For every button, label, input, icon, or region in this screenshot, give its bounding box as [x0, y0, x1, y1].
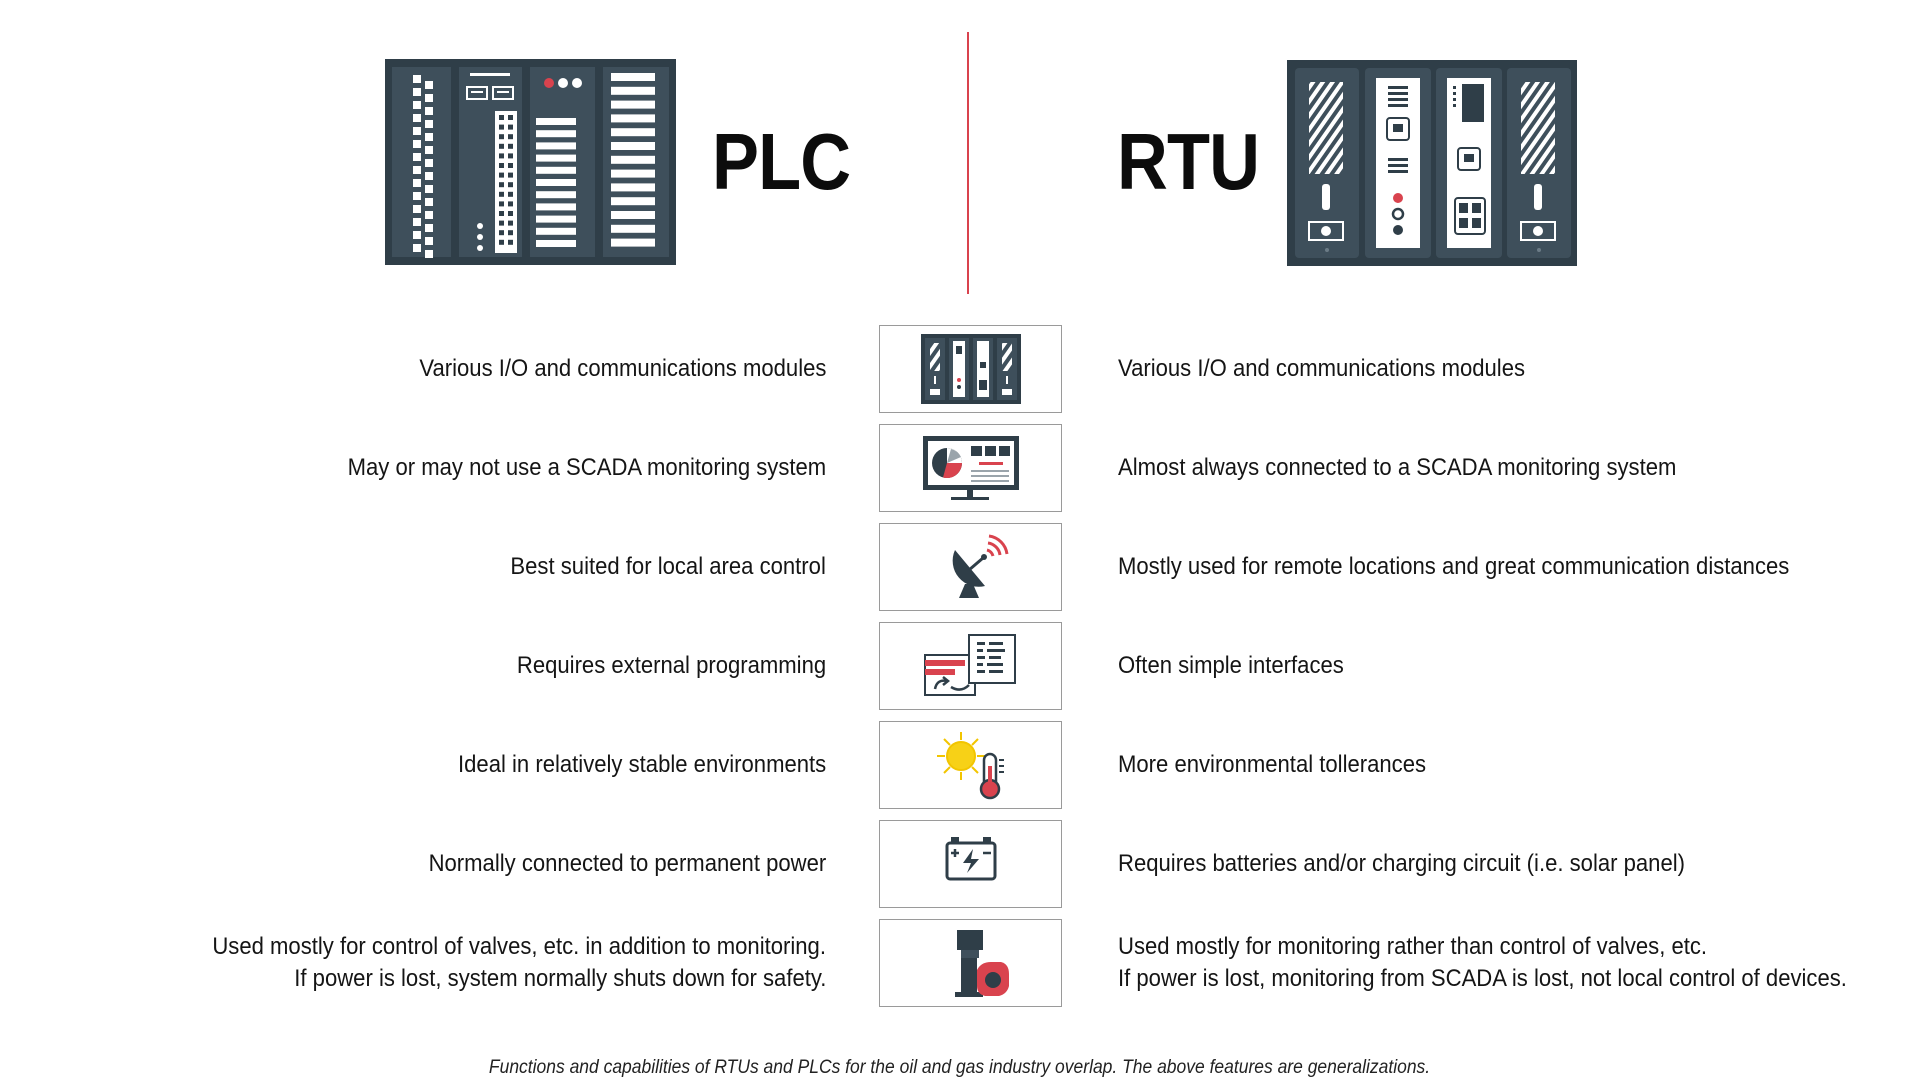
rtu-feature: Almost always connected to a SCADA monit… — [1118, 454, 1677, 481]
rtu-feature: More environmental tollerances — [1118, 751, 1427, 778]
rtu-hardware-illustration — [1287, 60, 1577, 266]
sun-thermometer-icon — [879, 721, 1062, 809]
programming-documents-icon — [879, 622, 1062, 710]
center-divider — [967, 32, 969, 294]
comparison-row: Best suited for local area control Mostl… — [0, 523, 1920, 611]
rtu-feature: Mostly used for remote locations and gre… — [1118, 553, 1790, 580]
scada-monitor-icon — [879, 424, 1062, 512]
rtu-title: RTU — [1117, 117, 1260, 206]
rtu-feature: Often simple interfaces — [1118, 652, 1344, 679]
footnote-caption: Functions and capabilities of RTUs and P… — [489, 1057, 1431, 1078]
valve-actuator-icon — [879, 919, 1062, 1007]
plc-feature: Normally connected to permanent power — [428, 850, 826, 877]
rtu-feature: Used mostly for monitoring rather than c… — [1118, 933, 1847, 992]
plc-title: PLC — [712, 117, 851, 206]
plc-feature: Best suited for local area control — [510, 553, 826, 580]
rtu-feature: Various I/O and communications modules — [1118, 355, 1526, 382]
comparison-row: Various I/O and communications modules V… — [0, 325, 1920, 413]
plc-feature: Ideal in relatively stable environments — [457, 751, 826, 778]
comparison-row: Requires external programming Often simp… — [0, 622, 1920, 710]
comparison-row: May or may not use a SCADA monitoring sy… — [0, 424, 1920, 512]
comparison-row: Normally connected to permanent power Re… — [0, 820, 1920, 908]
comparison-row: Ideal in relatively stable environments … — [0, 721, 1920, 809]
rtu-feature: Requires batteries and/or charging circu… — [1118, 850, 1686, 877]
plc-feature: Requires external programming — [516, 652, 826, 679]
battery-icon — [879, 820, 1062, 908]
satellite-dish-icon — [879, 523, 1062, 611]
comparison-row: Used mostly for control of valves, etc. … — [0, 919, 1920, 1007]
io-modules-icon — [879, 325, 1062, 413]
plc-hardware-illustration — [385, 59, 676, 265]
plc-feature: Used mostly for control of valves, etc. … — [212, 933, 826, 992]
plc-feature: Various I/O and communications modules — [418, 355, 826, 382]
plc-feature: May or may not use a SCADA monitoring sy… — [347, 454, 826, 481]
